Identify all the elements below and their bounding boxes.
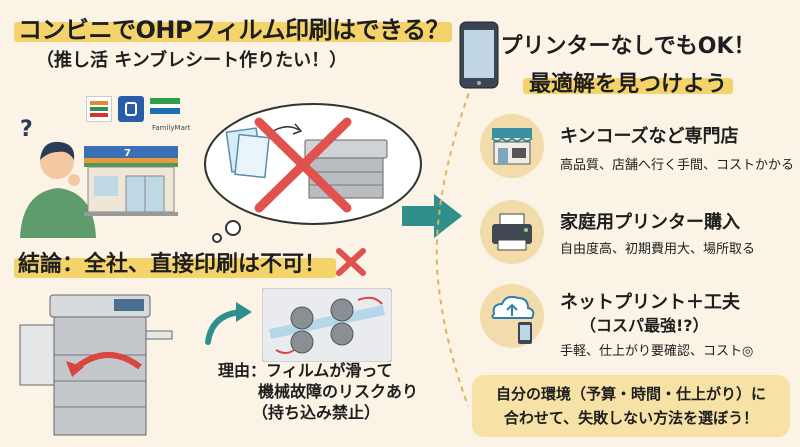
lawson-logo xyxy=(118,96,144,122)
right-header-line-2: 最適解を見つけよう xyxy=(522,66,733,98)
ohp-film-icon xyxy=(225,127,270,179)
thought-bubble xyxy=(204,103,422,243)
svg-text:?: ? xyxy=(20,117,33,142)
subtitle: （推し活 キンブレシート作りたい！） xyxy=(36,50,348,71)
svg-text:7: 7 xyxy=(124,148,131,159)
store-logos xyxy=(86,96,180,122)
conclusion-highlight xyxy=(14,258,336,278)
footer-note-line-2: 合わせて、失敗しない方法を選ぼう！ xyxy=(503,409,759,427)
right-header-highlight xyxy=(522,78,733,94)
familymart-logo-text: FamilyMart xyxy=(152,124,191,132)
cloud-phone-icon xyxy=(491,295,535,344)
familymart-logo xyxy=(150,96,180,122)
thinking-person-icon: ? xyxy=(20,117,96,238)
reason-line-2: 機械故障のリスクあり xyxy=(258,382,419,401)
conclusion-text: 結論：全社、直接印刷は不可！ xyxy=(18,252,327,277)
right-header-line-1: プリンターなしでもOK！ xyxy=(500,34,756,59)
option-3-title: ネットプリント＋工夫 xyxy=(560,292,740,313)
option-2-icon-bg xyxy=(480,200,544,264)
conclusion: 結論：全社、直接印刷は不可！ xyxy=(14,244,372,278)
curved-arrow-icon xyxy=(205,302,252,345)
shop-icon xyxy=(491,128,533,165)
rollers-illustration xyxy=(262,288,392,362)
seven-eleven-logo xyxy=(86,96,112,122)
footer-note: 自分の環境（予算・時間・仕上がり）に 合わせて、失敗しない方法を選ぼう！ xyxy=(472,375,790,437)
option-1-title: キンコーズなど専門店 xyxy=(560,126,739,147)
title-text: コンビニでOHPフィルム印刷はできる？ xyxy=(18,16,450,44)
right-header-line-2-text: 最適解を見つけよう xyxy=(528,72,727,97)
option-1-desc: 高品質、店舗へ行く手間、コストかかる xyxy=(560,158,795,173)
reason-label: 理由： xyxy=(218,361,267,380)
conclusion-x-icon xyxy=(336,248,366,276)
reason-line-1: フィルムが滑って xyxy=(266,361,393,380)
option-3-subtitle: （コスパ最強!?） xyxy=(580,316,709,335)
copier-illustration xyxy=(19,294,173,436)
home-printer-icon xyxy=(492,213,532,251)
option-1-icon-bg xyxy=(480,114,544,178)
reason-line-3: （持ち込み禁止） xyxy=(252,403,381,422)
right-header: プリンターなしでもOK！ 最適解を見つけよう xyxy=(478,28,778,98)
page-title: コンビニでOHPフィルム印刷はできる？ xyxy=(14,8,452,44)
smartphone-icon xyxy=(459,21,499,89)
person-store-illustration: ? 7 xyxy=(20,117,178,238)
dashed-divider xyxy=(435,83,473,407)
option-2-desc: 自由度高、初期費用大、場所取る xyxy=(560,242,756,257)
title-highlight xyxy=(14,22,452,42)
red-x-icon xyxy=(254,117,352,213)
convenience-store-icon: 7 xyxy=(84,146,178,216)
footer-note-line-1: 自分の環境（予算・時間・仕上がり）に xyxy=(495,385,766,403)
option-2-title: 家庭用プリンター購入 xyxy=(560,212,740,233)
option-3-desc: 手軽、仕上がり要確認、コスト◎ xyxy=(560,344,754,359)
reason-text: 理由：フィルムが滑って 機械故障のリスクあり （持ち込み禁止） xyxy=(218,360,418,423)
option-3-icon-bg xyxy=(480,284,544,348)
big-arrow-icon xyxy=(402,194,462,238)
